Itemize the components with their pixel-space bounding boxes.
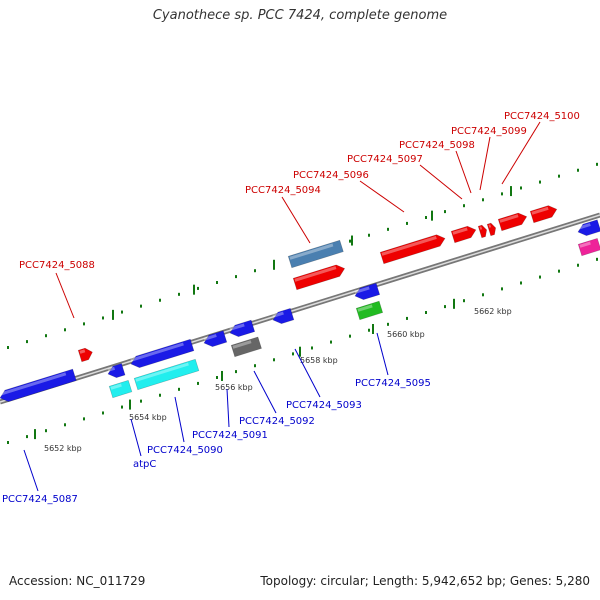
gene-leader-line [376,332,389,376]
genome-title: Cyanothece sp. PCC 7424, complete genome [152,8,448,23]
gene-label[interactable]: PCC7424_5099 [451,126,527,137]
gene-leader-line [130,418,142,457]
gene-leader-line [253,370,277,414]
gene-label[interactable]: PCC7424_5093 [286,400,362,411]
gene-arrow [287,239,344,269]
gene-arrow [577,237,600,257]
gene-arrow [529,205,558,224]
gene-arrow [0,368,77,402]
tick-label: 5662 kbp [474,307,512,316]
tick-label: 5656 kbp [215,383,253,392]
gene-leader-line [174,396,185,443]
genome-backbone-highlight [0,214,600,403]
gene-label[interactable]: PCC7424_5095 [355,378,431,389]
tick-label: 5654 kbp [129,413,167,422]
gene-labels: PCC7424_5088PCC7424_5094PCC7424_5096PCC7… [2,111,580,505]
gene-arrow [229,319,256,337]
top-strand-scale [7,162,598,350]
genome-info-label: Topology: circular; Length: 5,942,652 bp… [260,574,590,588]
gene-label[interactable]: PCC7424_5087 [2,494,78,505]
gene-label[interactable]: PCC7424_5090 [147,445,223,456]
gene-arrow [577,219,600,236]
gene-label[interactable]: PCC7424_5088 [19,260,95,271]
gene-leader-line [294,348,321,398]
gene-arrow [272,307,295,324]
bottom-strand-scale [7,257,598,445]
gene-leader-line [55,272,75,319]
gene-arrow [133,358,200,391]
gene-arrow [77,347,93,363]
gene-arrow [450,225,477,244]
gene-label[interactable]: PCC7424_5097 [347,154,423,165]
tick-label: 5658 kbp [300,356,338,365]
gene-arrow [292,264,346,291]
gene-label[interactable]: PCC7424_5098 [399,140,475,151]
accession-label: Accession: NC_011729 [9,574,146,588]
gene-arrow [486,222,497,237]
gene-arrow [203,330,228,347]
gene-leader-line [23,449,39,492]
gene-arrow [379,234,446,265]
scale-tick-labels: 5652 kbp 5654 kbp 5656 kbp 5658 kbp 5660 kbp… [44,307,512,453]
gene-arrow [497,212,528,232]
gene-leader-line [226,388,230,428]
gene-arrow [130,338,195,368]
gene-arrow [477,224,488,239]
gene-label[interactable]: PCC7424_5096 [293,170,369,181]
gene-label[interactable]: atpC [133,459,156,470]
gene-label[interactable]: PCC7424_5094 [245,185,321,196]
gene-arrow [108,379,133,399]
tick-label: 5660 kbp [387,330,425,339]
gene-leader-line [281,196,311,244]
gene-features [0,205,600,402]
gene-leader-line [419,164,463,200]
gene-leader-line [479,136,491,191]
gene-leader-line [455,150,472,194]
gene-arrow [107,363,126,378]
gene-arrow [355,300,384,321]
gene-leader-line [359,180,405,213]
gene-label[interactable]: PCC7424_5100 [504,111,580,122]
gene-arrow [230,336,262,358]
gene-label[interactable]: PCC7424_5092 [239,416,315,427]
tick-label: 5652 kbp [44,444,82,453]
gene-label[interactable]: PCC7424_5091 [192,430,268,441]
gene-leader-line [501,121,541,185]
gene-arrow [354,282,381,300]
